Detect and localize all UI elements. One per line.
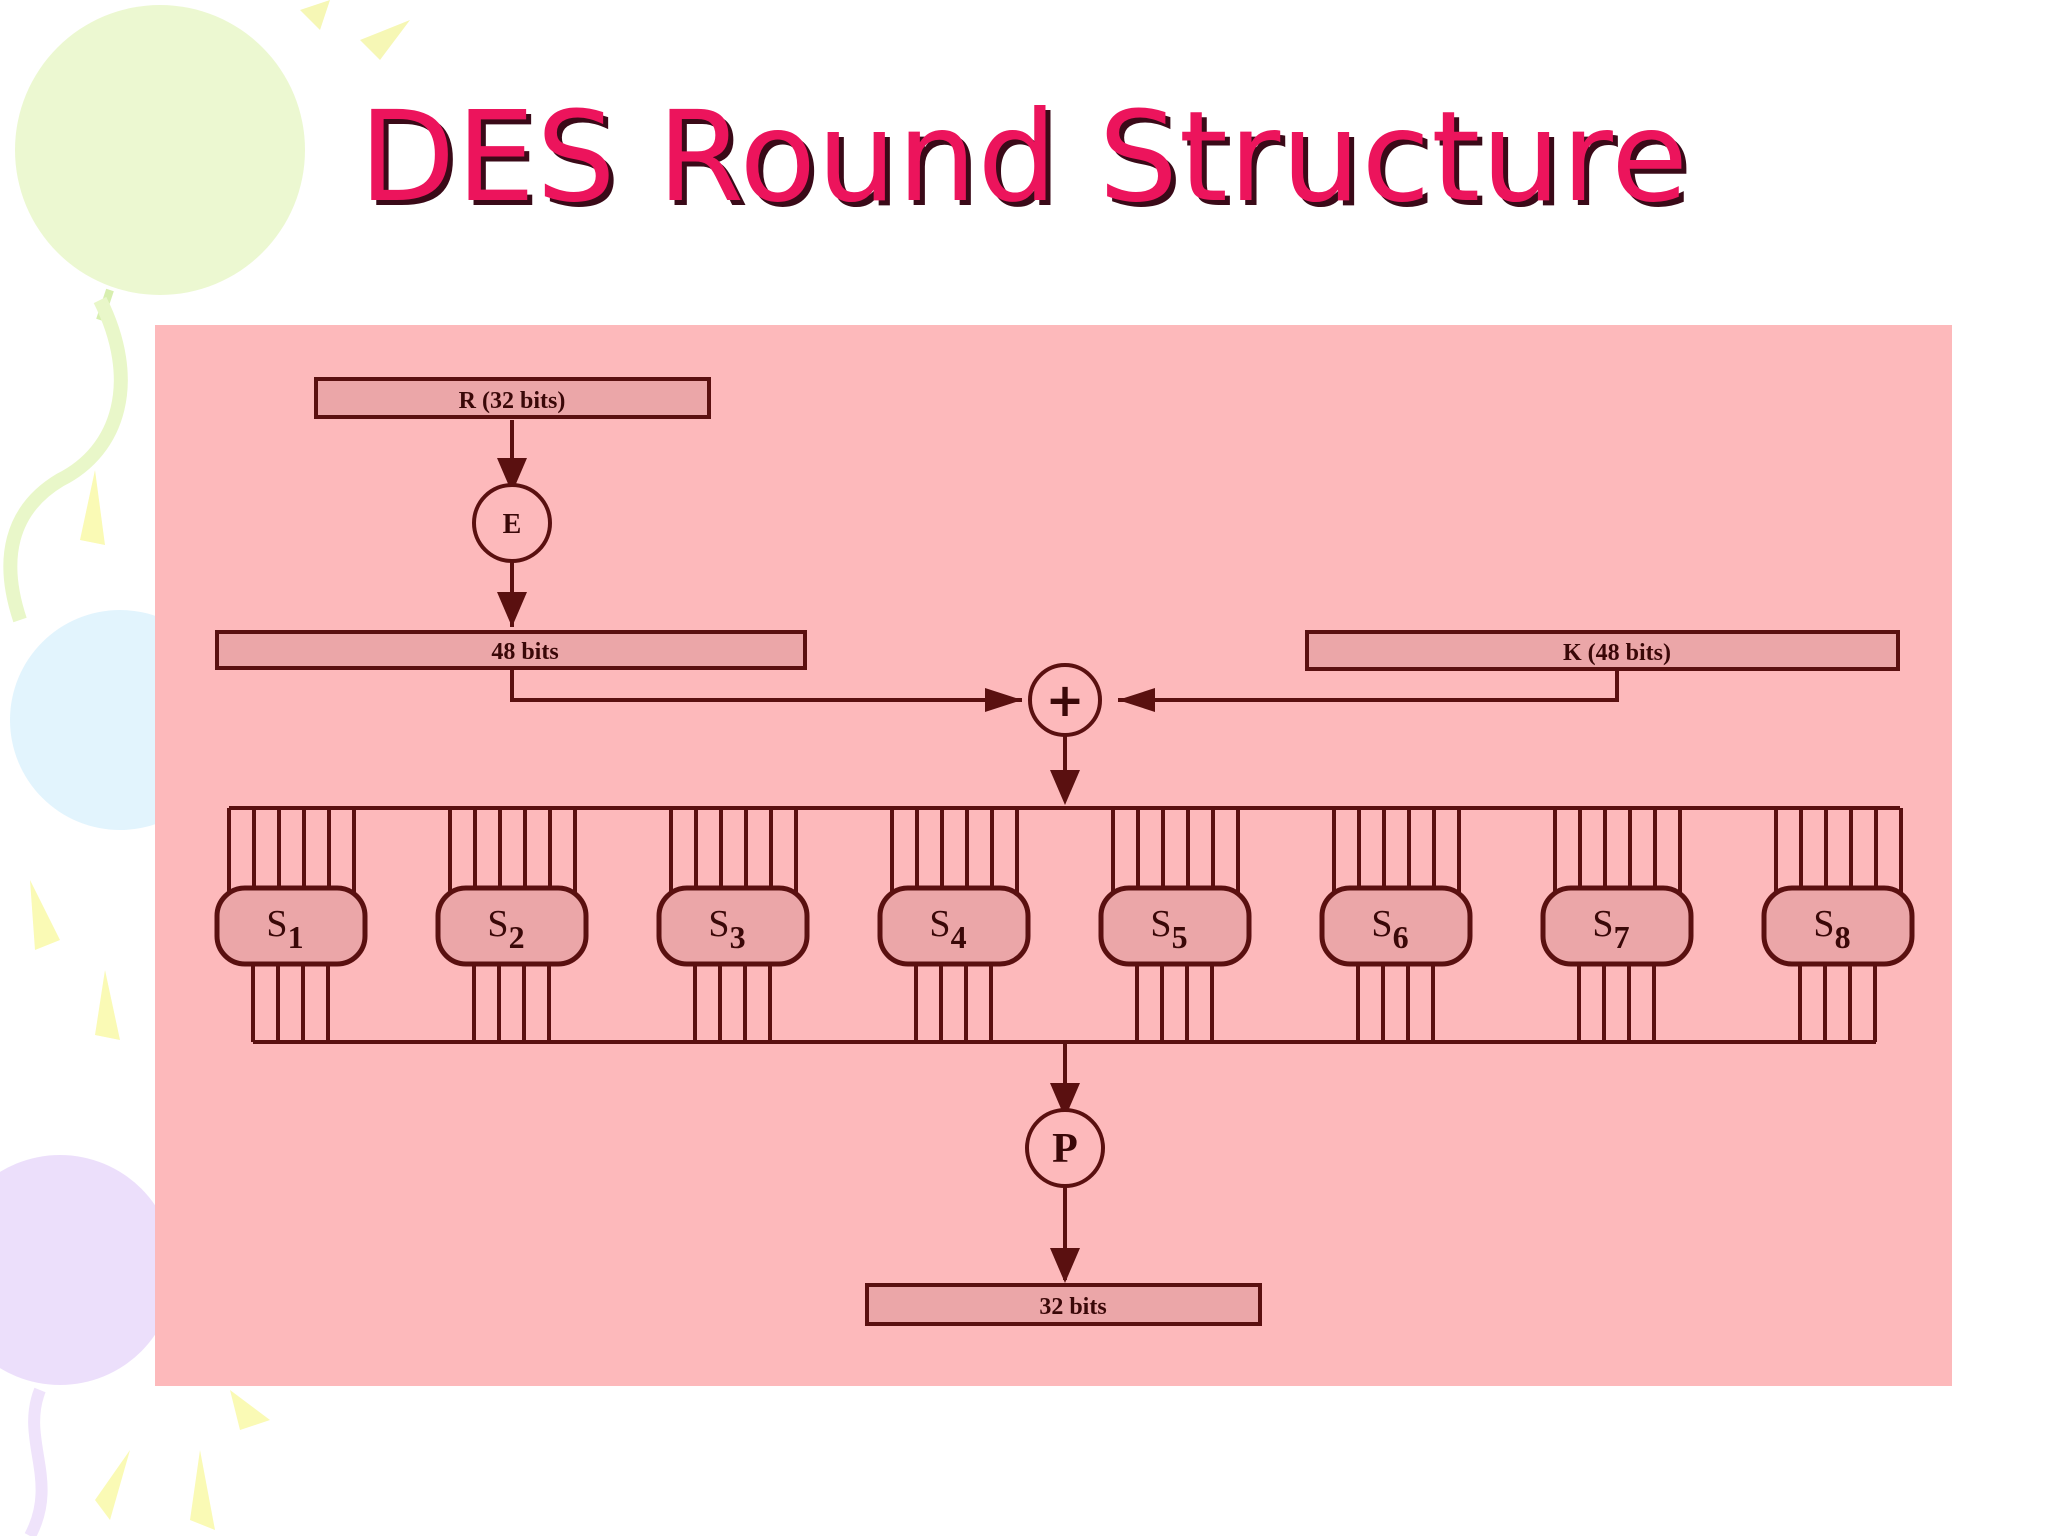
- sbox-index: 2: [509, 919, 525, 955]
- sbox-shape: [214, 885, 368, 967]
- output-box-label: 32 bits: [1039, 1294, 1106, 1320]
- sbox-label: S1: [266, 903, 303, 955]
- sbox-letter: S: [708, 903, 729, 945]
- sbox-1: S1: [214, 808, 368, 1042]
- sbox-label: S6: [1371, 903, 1408, 955]
- sbox-index: 8: [1835, 919, 1851, 955]
- sbox-7: S7: [1540, 808, 1694, 1042]
- output-box: 32 bits: [865, 1283, 1262, 1326]
- sbox-2: S2: [435, 808, 589, 1042]
- expanded-bits-label: 48 bits: [491, 639, 558, 665]
- sbox-shape: [877, 885, 1031, 967]
- sbox-shape: [1540, 885, 1694, 967]
- sbox-5: S5: [1098, 808, 1252, 1042]
- sbox-shape: [1098, 885, 1252, 967]
- expansion-label: E: [503, 509, 522, 540]
- sbox-letter: S: [487, 903, 508, 945]
- sbox-index: 3: [730, 919, 746, 955]
- input-box: R (32 bits): [314, 377, 711, 419]
- sbox-letter: S: [1592, 903, 1613, 945]
- sbox-shape: [656, 885, 810, 967]
- sbox-letter: S: [1813, 903, 1834, 945]
- sbox-label: S5: [1150, 903, 1187, 955]
- sbox-shape: [1761, 885, 1915, 967]
- sbox-8: S8: [1761, 808, 1915, 1042]
- input-box-label: R (32 bits): [459, 388, 566, 414]
- sbox-6: S6: [1319, 808, 1473, 1042]
- sbox-label: S4: [929, 903, 966, 955]
- sbox-label: S2: [487, 903, 524, 955]
- sbox-label: S8: [1813, 903, 1850, 955]
- xor-symbol: +: [1046, 673, 1085, 727]
- sbox-index: 4: [951, 919, 967, 955]
- diagram-panel: [155, 325, 1952, 1386]
- sbox-index: 1: [288, 919, 304, 955]
- expansion-node: E: [472, 483, 552, 563]
- permutation-node: P: [1025, 1108, 1105, 1188]
- sbox-index: 6: [1393, 919, 1409, 955]
- xor-node: +: [1028, 663, 1102, 737]
- key-box-label: K (48 bits): [1563, 640, 1671, 666]
- sbox-index: 7: [1614, 919, 1630, 955]
- sbox-3: S3: [656, 808, 810, 1042]
- expanded-bits-box: 48 bits: [215, 630, 807, 670]
- sbox-letter: S: [266, 903, 287, 945]
- permutation-label: P: [1052, 1126, 1078, 1172]
- sbox-letter: S: [1371, 903, 1392, 945]
- sbox-letter: S: [929, 903, 950, 945]
- sbox-label: S3: [708, 903, 745, 955]
- sbox-shape: [1319, 885, 1473, 967]
- sbox-label: S7: [1592, 903, 1629, 955]
- key-box: K (48 bits): [1305, 630, 1900, 671]
- slide-title: DES Round Structure: [358, 85, 1690, 230]
- sbox-4: S4: [877, 808, 1031, 1042]
- sbox-letter: S: [1150, 903, 1171, 945]
- sbox-index: 5: [1172, 919, 1188, 955]
- sbox-shape: [435, 885, 589, 967]
